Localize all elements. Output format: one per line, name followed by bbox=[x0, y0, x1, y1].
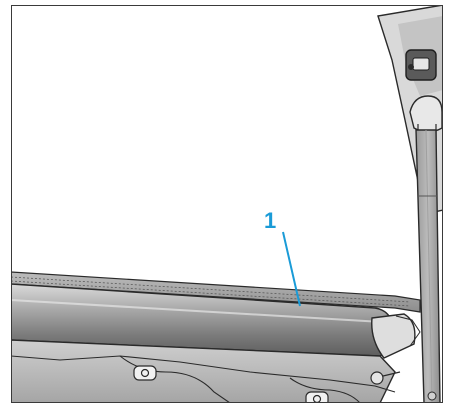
roller-end-cap bbox=[371, 313, 416, 359]
belt-guide-loop bbox=[409, 95, 443, 133]
housing-top-strip bbox=[11, 271, 421, 313]
side-fastener-icon bbox=[370, 371, 437, 401]
belt-anchor-icon bbox=[405, 49, 437, 81]
callout-leader-line bbox=[282, 231, 301, 307]
callout-number-1: 1 bbox=[264, 208, 276, 233]
fastener-clip-icon bbox=[305, 391, 329, 403]
lower-trim-panel bbox=[11, 339, 396, 403]
fastener-clip-icon bbox=[133, 365, 157, 381]
seat-belt-webbing bbox=[415, 129, 441, 403]
figure-frame bbox=[11, 5, 443, 403]
lower-panel-contour bbox=[11, 355, 396, 393]
strip-hatching bbox=[11, 276, 411, 307]
